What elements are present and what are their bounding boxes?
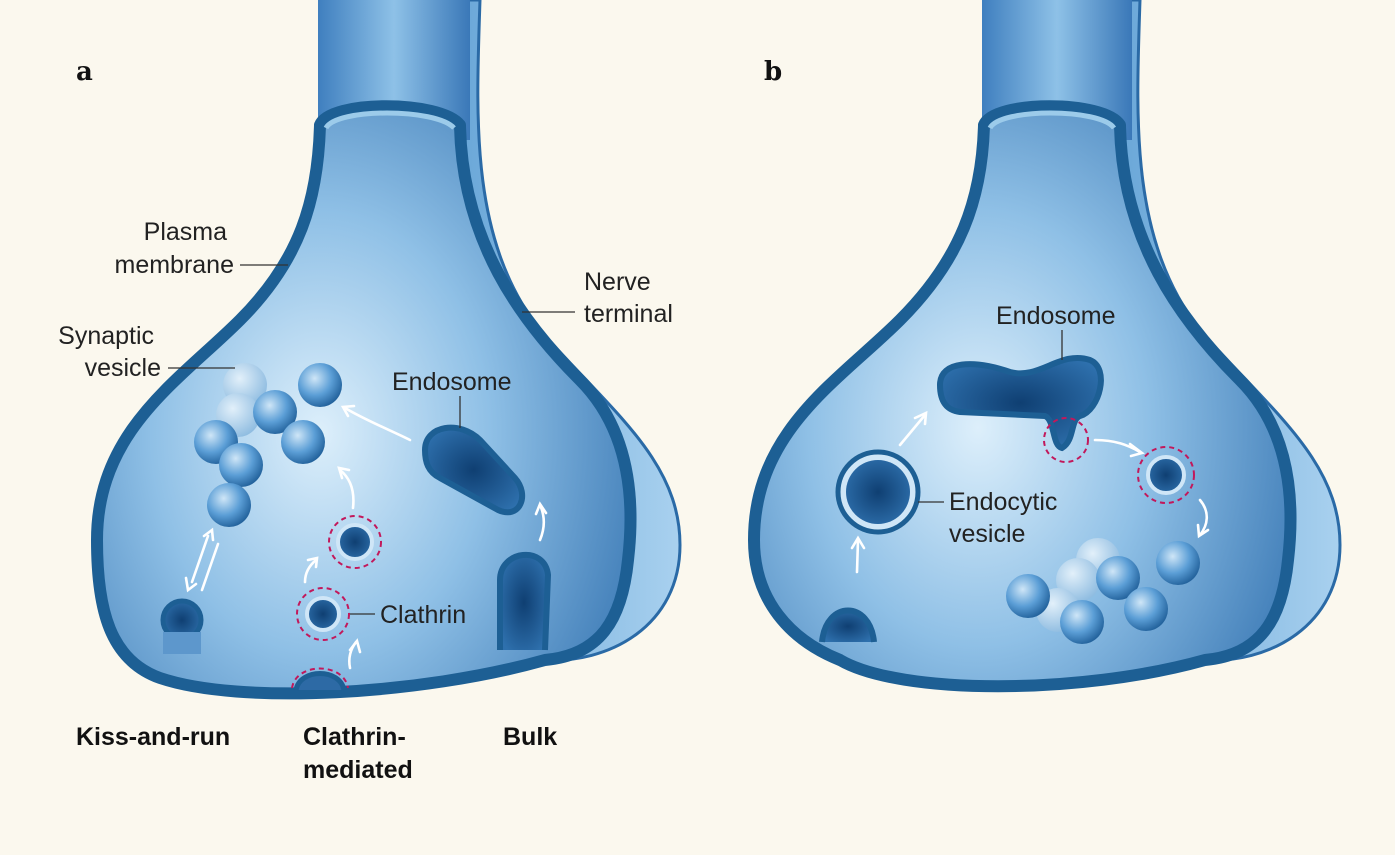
bulk-infolding: [497, 551, 552, 651]
endocytic-vesicle-label: Endocytic vesicle: [949, 488, 1064, 548]
panel-b: b Endosome Endocytic vesicle: [748, 0, 1342, 693]
caption-clathrin-mediated-line1: Clathrin-: [303, 723, 406, 751]
nerve-terminal-label: Nerve terminal: [584, 268, 673, 328]
panel-letter-a: a: [76, 57, 93, 87]
plasma-membrane-a: [91, 100, 637, 700]
caption-bulk: Bulk: [503, 723, 557, 751]
panel-letter-b: b: [764, 57, 782, 87]
endocytosis-pit-b: [819, 607, 877, 643]
clathrin-bud-b: [1043, 417, 1089, 463]
plasma-membrane-label-line2: membrane: [115, 251, 235, 279]
synaptic-vesicle-label: Synaptic vesicle: [58, 322, 161, 382]
kiss-and-run-pit: [160, 598, 204, 654]
clathrin-label: Clathrin: [380, 601, 466, 629]
plasma-membrane-b: [748, 100, 1297, 693]
endosome-a: [421, 424, 526, 516]
plasma-membrane-label: Plasma membrane: [115, 218, 235, 279]
endocytic-vesicle: [835, 449, 921, 535]
caption-clathrin-mediated-line2: mediated: [303, 756, 413, 784]
pathway-arrows-a: [184, 404, 548, 670]
nerve-terminal-label-line1: Nerve: [584, 268, 651, 296]
membrane-highlight-b: [987, 110, 1117, 130]
endocytic-vesicle-label-line2: vesicle: [949, 520, 1025, 548]
coated-vesicle-b: [1137, 446, 1195, 504]
synaptic-vesicle-label-line2: vesicle: [85, 354, 161, 382]
caption-clathrin-mediated: Clathrin- mediated: [303, 723, 413, 784]
membrane-highlight-a: [323, 110, 456, 130]
caption-kiss-and-run: Kiss-and-run: [76, 723, 230, 751]
endosome-label-b: Endosome: [996, 302, 1116, 330]
coated-vesicle-1: [328, 515, 382, 569]
panel-a: a Plasma membrane Nerve terminal Synapti…: [58, 0, 682, 784]
endocytic-vesicle-label-line1: Endocytic: [949, 488, 1057, 516]
pathway-arrows-b: [850, 410, 1210, 574]
endosome-label-a: Endosome: [392, 368, 512, 396]
synaptic-vesicle-label-line1: Synaptic: [58, 322, 154, 350]
clathrin-pit: [291, 667, 349, 691]
plasma-membrane-label-line1: Plasma: [144, 218, 227, 246]
endosome-b: [936, 355, 1104, 452]
coated-vesicle-2: [296, 587, 350, 641]
synaptic-vesicle-cluster-a: [194, 363, 342, 527]
nerve-terminal-label-line2: terminal: [584, 300, 673, 328]
synaptic-vesicle-cluster-b: [1006, 538, 1200, 644]
